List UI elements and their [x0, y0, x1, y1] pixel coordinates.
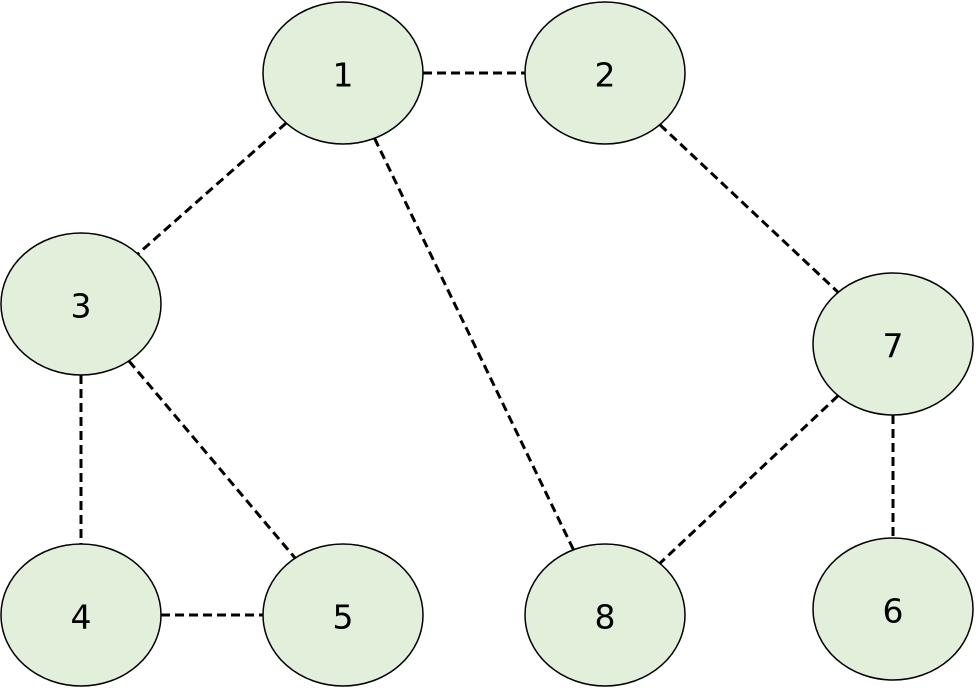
node-label: 6: [883, 592, 904, 631]
node-label: 1: [333, 56, 354, 95]
node-circle: [262, 543, 424, 687]
node-label: 2: [595, 56, 616, 95]
edge-2-7: [658, 123, 840, 294]
node-4: 4: [0, 543, 162, 687]
node-7: 7: [812, 272, 974, 416]
node-1: 1: [262, 1, 424, 145]
node-label: 5: [333, 598, 354, 637]
node-label: 4: [71, 598, 92, 637]
node-label: 8: [595, 598, 616, 637]
node-6: 6: [812, 537, 974, 681]
edge-3-5: [127, 359, 297, 560]
edge-7-8: [658, 394, 840, 565]
node-label: 3: [71, 287, 92, 326]
node-label: 7: [883, 327, 904, 366]
node-2: 2: [524, 1, 686, 145]
node-circle: [0, 543, 162, 687]
node-circle: [812, 272, 974, 416]
node-circle: [524, 1, 686, 145]
node-circle: [262, 1, 424, 145]
node-circle: [524, 543, 686, 687]
node-5: 5: [262, 543, 424, 687]
node-8: 8: [524, 543, 686, 687]
edge-1-8: [373, 137, 575, 551]
edge-1-3: [136, 121, 288, 256]
node-circle: [0, 232, 162, 376]
node-circle: [812, 537, 974, 681]
edges-layer: [79, 71, 895, 617]
node-3: 3: [0, 232, 162, 376]
